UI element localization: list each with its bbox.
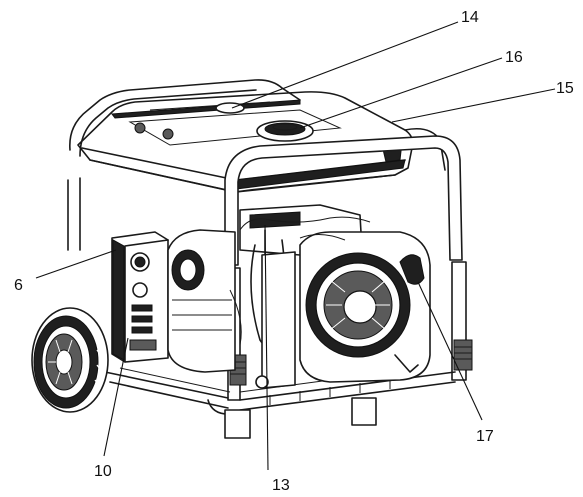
fuel-tank [77,91,414,193]
leader-6 [35,249,117,279]
control-panel [111,231,169,363]
callout-labels: 14 16 15 6 10 13 17 [14,9,574,494]
engine-assembly [167,204,431,389]
leader-13 [264,224,269,471]
wheel [31,307,109,413]
callout-13: 13 [272,477,290,492]
callout-16: 16 [505,49,523,66]
callout-15: 15 [556,80,574,97]
callout-6: 6 [14,277,23,294]
leader-16 [299,57,503,129]
leader-15 [391,88,556,123]
leader-17 [417,281,483,421]
leader-lines [35,21,556,471]
callout-10: 10 [94,463,112,480]
callout-14: 14 [461,9,479,26]
leader-10 [103,337,129,457]
callout-17: 17 [476,428,494,445]
leader-14 [231,21,459,109]
